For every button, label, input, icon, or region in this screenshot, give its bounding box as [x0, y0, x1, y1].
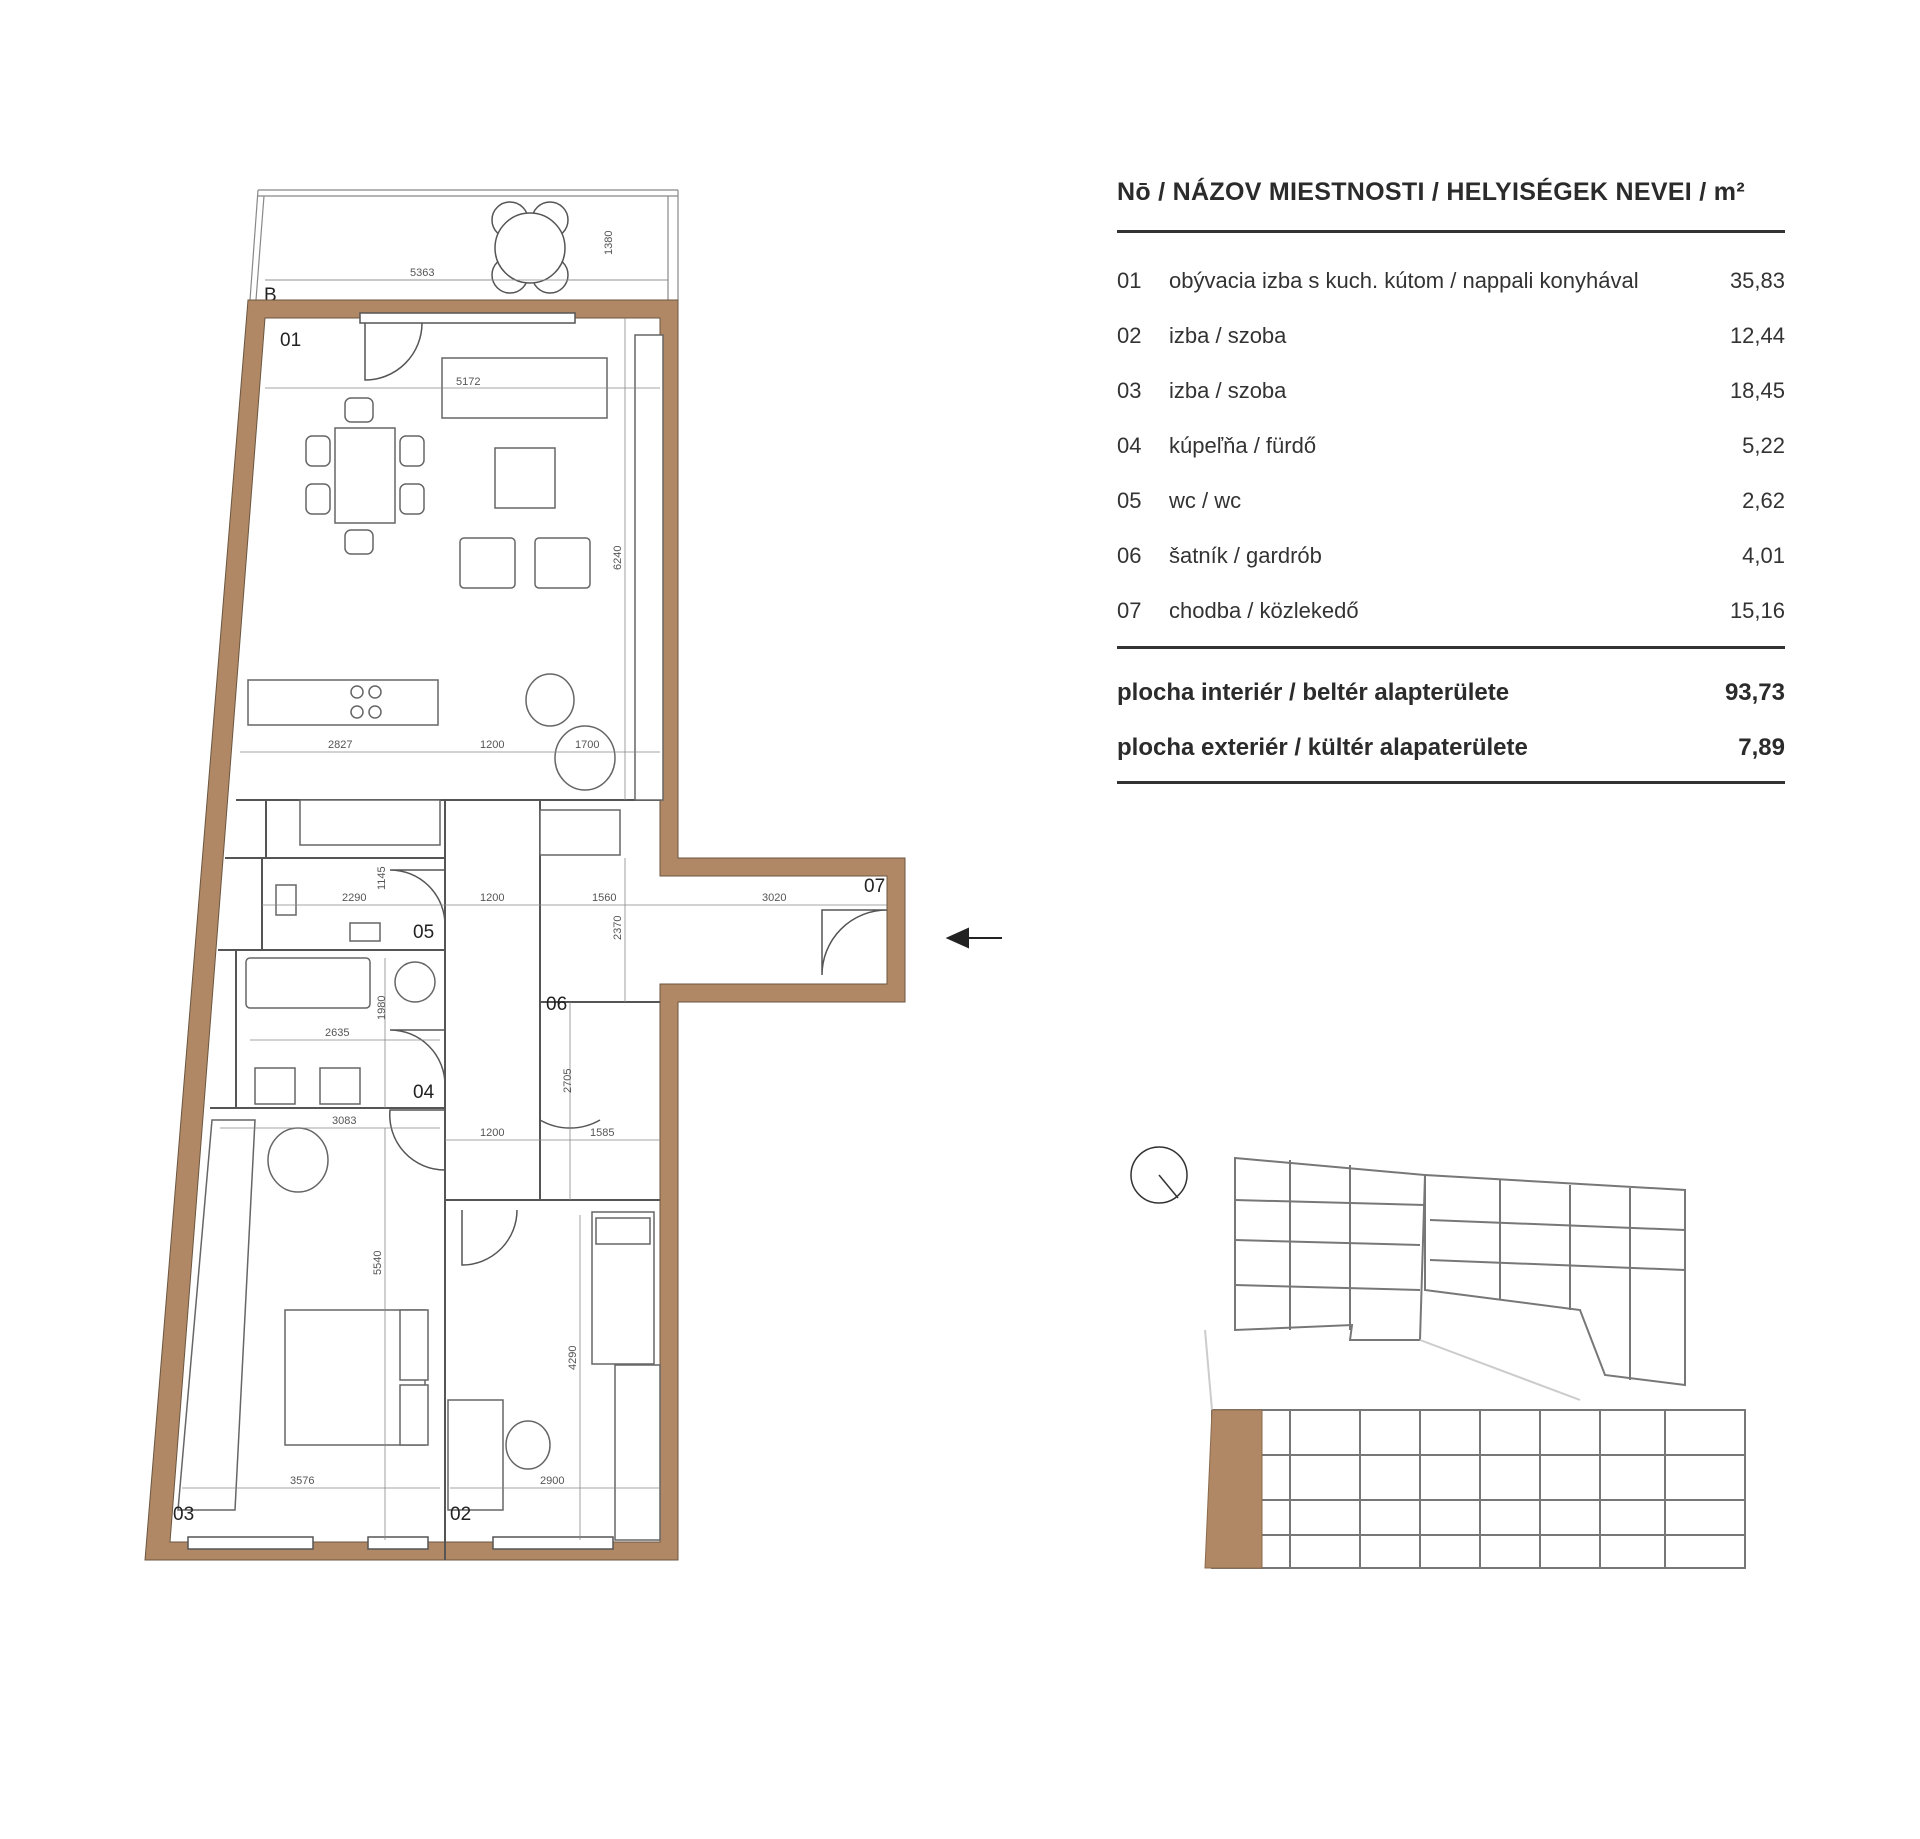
room-area: 4,01 — [1742, 542, 1785, 568]
room-name: izba / szoba — [1169, 377, 1287, 403]
room-label-02: 02 — [450, 1504, 471, 1525]
dim-3020: 3020 — [762, 892, 786, 904]
site-key-plan — [1204, 1156, 1746, 1569]
dim-1585: 1585 — [590, 1127, 614, 1139]
room-name: chodba / közlekedő — [1169, 597, 1359, 623]
dim-1380: 1380 — [603, 231, 615, 255]
total-row-interior: plocha interiér / beltér alapterülete 93… — [1117, 665, 1785, 720]
legend-room-list: 01 obývacia izba s kuch. kútom / nappali… — [1117, 253, 1785, 638]
dim-2827: 2827 — [328, 739, 352, 751]
dim-2290: 2290 — [342, 892, 366, 904]
room-area: 15,16 — [1729, 597, 1785, 623]
total-row-exterior: plocha exteriér / kültér alapaterülete 7… — [1117, 720, 1785, 775]
total-label: plocha interiér / beltér alapterülete — [1117, 678, 1510, 706]
room-name: kúpeľňa / fürdő — [1169, 432, 1317, 458]
legend-row: 07 chodba / közlekedő 15,16 — [1117, 583, 1785, 638]
total-label: plocha exteriér / kültér alapaterülete — [1117, 733, 1528, 761]
room-label-05: 05 — [413, 922, 434, 943]
dim-2900: 2900 — [540, 1475, 564, 1487]
total-value: 93,73 — [1724, 678, 1785, 706]
legend-row: 05 wc / wc 2,62 — [1117, 473, 1785, 528]
room-name: šatník / gardrób — [1169, 542, 1322, 568]
dim-5172: 5172 — [456, 376, 480, 388]
dimension-lines — [182, 279, 887, 1540]
dim-3083: 3083 — [332, 1115, 356, 1127]
legend-divider — [1117, 646, 1785, 649]
legend-title: Nō / NÁZOV MIESTNOSTI / HELYISÉGEK NEVEI… — [1117, 178, 1785, 233]
dim-1145: 1145 — [376, 866, 388, 890]
room-number: 07 — [1117, 597, 1142, 623]
doors — [364, 322, 888, 1266]
room-label-07: 07 — [864, 876, 885, 897]
legend-row: 04 kúpeľňa / fürdő 5,22 — [1117, 418, 1785, 473]
dim-1200-c: 1200 — [480, 1127, 504, 1139]
room-number: 06 — [1117, 542, 1142, 568]
dim-2370: 2370 — [612, 916, 624, 940]
room-area: 12,44 — [1729, 322, 1785, 348]
dim-5540: 5540 — [372, 1251, 384, 1275]
dim-3576: 3576 — [290, 1475, 314, 1487]
dim-2635: 2635 — [325, 1027, 349, 1039]
legend-row: 06 šatník / gardrób 4,01 — [1117, 528, 1785, 583]
room-label-06: 06 — [546, 994, 567, 1015]
room-label-03: 03 — [173, 1504, 194, 1525]
legend-row: 02 izba / szoba 12,44 — [1117, 308, 1785, 363]
dim-4290: 4290 — [567, 1346, 579, 1370]
room-area: 18,45 — [1729, 377, 1785, 403]
room-legend: Nō / NÁZOV MIESTNOSTI / HELYISÉGEK NEVEI… — [1117, 178, 1785, 784]
legend-divider-bottom — [1117, 781, 1785, 784]
dim-2705: 2705 — [562, 1069, 574, 1093]
legend-totals: plocha interiér / beltér alapterülete 93… — [1117, 649, 1785, 775]
dim-5363: 5363 — [410, 267, 434, 279]
room-name: izba / szoba — [1169, 322, 1287, 348]
room-number: 05 — [1117, 487, 1142, 513]
room-area: 35,83 — [1729, 267, 1785, 293]
living-furniture — [247, 334, 664, 856]
room-area: 2,62 — [1742, 487, 1785, 513]
dim-6240: 6240 — [612, 546, 624, 570]
room-number: 03 — [1117, 377, 1142, 403]
legend-row: 03 izba / szoba 18,45 — [1117, 363, 1785, 418]
bedroom-03-furniture — [177, 1119, 429, 1511]
site-highlight-unit — [1204, 1409, 1263, 1569]
room-area: 5,22 — [1742, 432, 1785, 458]
north-arrow-icon — [1130, 1146, 1188, 1204]
room-number: 04 — [1117, 432, 1142, 458]
legend-row: 01 obývacia izba s kuch. kútom / nappali… — [1117, 253, 1785, 308]
room-name: obývacia izba s kuch. kútom / nappali ko… — [1169, 267, 1639, 293]
dimension-values: 5363 1380 5172 6240 2827 1200 1700 1145 … — [290, 231, 786, 1487]
bedroom-02-furniture — [447, 1211, 661, 1541]
dim-1200-a: 1200 — [480, 739, 504, 751]
interior-walls — [210, 799, 660, 1560]
room-number: 02 — [1117, 322, 1142, 348]
total-value: 7,89 — [1738, 733, 1785, 761]
terrace-table — [491, 201, 569, 294]
room-name: wc / wc — [1169, 487, 1242, 513]
room-labels: 01 05 04 06 07 03 02 — [173, 330, 885, 1525]
dim-1700: 1700 — [575, 739, 599, 751]
dim-1560: 1560 — [592, 892, 616, 904]
room-label-04: 04 — [413, 1082, 435, 1103]
bathroom-fixtures — [245, 884, 436, 1105]
dim-1200-b: 1200 — [480, 892, 504, 904]
entrance-arrow-icon — [945, 927, 1002, 949]
room-label-01: 01 — [280, 330, 301, 351]
room-number: 01 — [1117, 267, 1142, 293]
dim-1980: 1980 — [376, 996, 388, 1020]
windows — [187, 312, 614, 1550]
